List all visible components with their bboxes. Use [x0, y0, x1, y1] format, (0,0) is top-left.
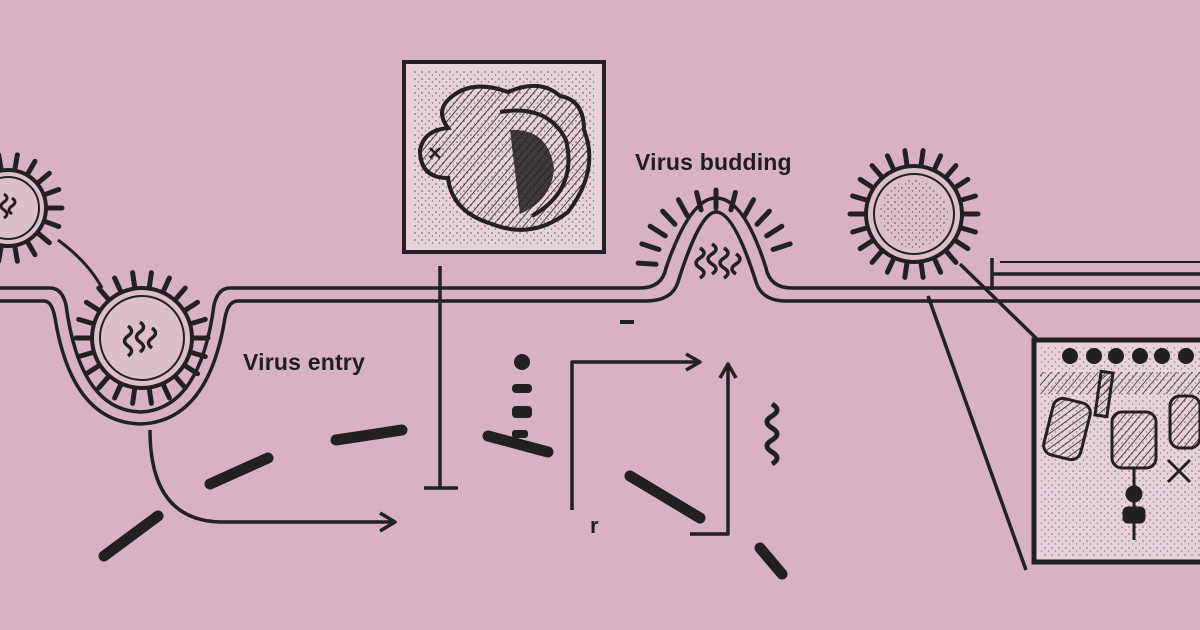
spike	[850, 193, 869, 203]
spike	[959, 225, 978, 235]
inhibition-bar-icon-right	[990, 258, 1200, 290]
spike	[754, 208, 772, 227]
spike	[161, 382, 172, 401]
spike	[43, 219, 62, 229]
virus-entry-label: Virus entry	[243, 349, 365, 375]
spike	[76, 350, 95, 360]
protein-blob-icon	[417, 84, 592, 232]
spike	[83, 363, 101, 377]
spike	[25, 158, 38, 176]
virion-icon-free	[847, 148, 981, 280]
spike	[850, 225, 869, 235]
virion-spikes	[847, 148, 981, 280]
spike	[884, 256, 896, 275]
spike	[173, 285, 188, 302]
spike	[112, 382, 123, 401]
spike	[869, 249, 884, 265]
spike	[944, 249, 959, 265]
spike	[857, 176, 875, 190]
spike	[96, 374, 111, 391]
inhibition-bar-icon	[424, 266, 458, 490]
spike	[884, 153, 896, 172]
spike	[12, 152, 20, 172]
cell-membrane	[0, 196, 1200, 426]
spike	[639, 241, 662, 252]
spike	[959, 193, 978, 203]
spike	[647, 223, 668, 239]
spike	[189, 350, 208, 360]
spike	[918, 260, 926, 280]
spike	[173, 374, 188, 391]
spike	[902, 260, 910, 280]
spike	[869, 163, 884, 179]
spike	[189, 316, 208, 326]
virus-budding-label: Virus budding	[635, 149, 792, 175]
spike	[112, 275, 123, 294]
spike	[183, 299, 201, 313]
spike	[146, 386, 154, 406]
spike	[12, 244, 20, 264]
spike	[96, 285, 111, 302]
virion-icon-budding	[635, 187, 793, 280]
spike	[36, 231, 52, 246]
spike	[43, 187, 62, 197]
spike	[953, 238, 971, 252]
spike	[183, 363, 201, 377]
virion-spikes	[635, 187, 793, 267]
spike	[902, 148, 910, 168]
spike	[0, 244, 4, 264]
dashed-arc	[98, 424, 788, 580]
spike	[742, 197, 757, 218]
spike	[635, 260, 659, 267]
spike	[857, 238, 875, 252]
spike	[932, 153, 944, 172]
spike	[944, 163, 959, 179]
spike	[25, 240, 38, 258]
virion-spikes	[73, 270, 211, 406]
protein-panel	[402, 60, 606, 254]
arrow-icon-entry-path	[148, 429, 397, 533]
spike	[76, 316, 95, 326]
signal-dots	[512, 320, 634, 438]
spike	[770, 241, 793, 252]
rna-strand-icon	[764, 401, 780, 467]
spike	[0, 152, 4, 172]
spike	[146, 270, 154, 290]
spike	[130, 386, 138, 406]
virion-icon-entry	[73, 270, 211, 406]
spike	[728, 189, 738, 213]
spike	[161, 275, 172, 294]
spike	[83, 299, 101, 313]
virion-icon-left	[0, 152, 65, 264]
spike	[918, 148, 926, 168]
arrow-icon-bracket	[570, 352, 738, 536]
connector-line	[57, 238, 104, 289]
spike	[675, 197, 690, 218]
spike	[36, 170, 52, 185]
receptor-cluster-icon	[1031, 337, 1200, 565]
spike	[130, 270, 138, 290]
spike	[694, 189, 704, 213]
spike	[932, 256, 944, 275]
fragment-label: r	[590, 513, 599, 538]
spike	[953, 176, 971, 190]
virion-spikes	[0, 152, 65, 264]
spike	[660, 208, 678, 227]
spike	[764, 223, 785, 239]
zoom-lines	[926, 262, 1042, 571]
